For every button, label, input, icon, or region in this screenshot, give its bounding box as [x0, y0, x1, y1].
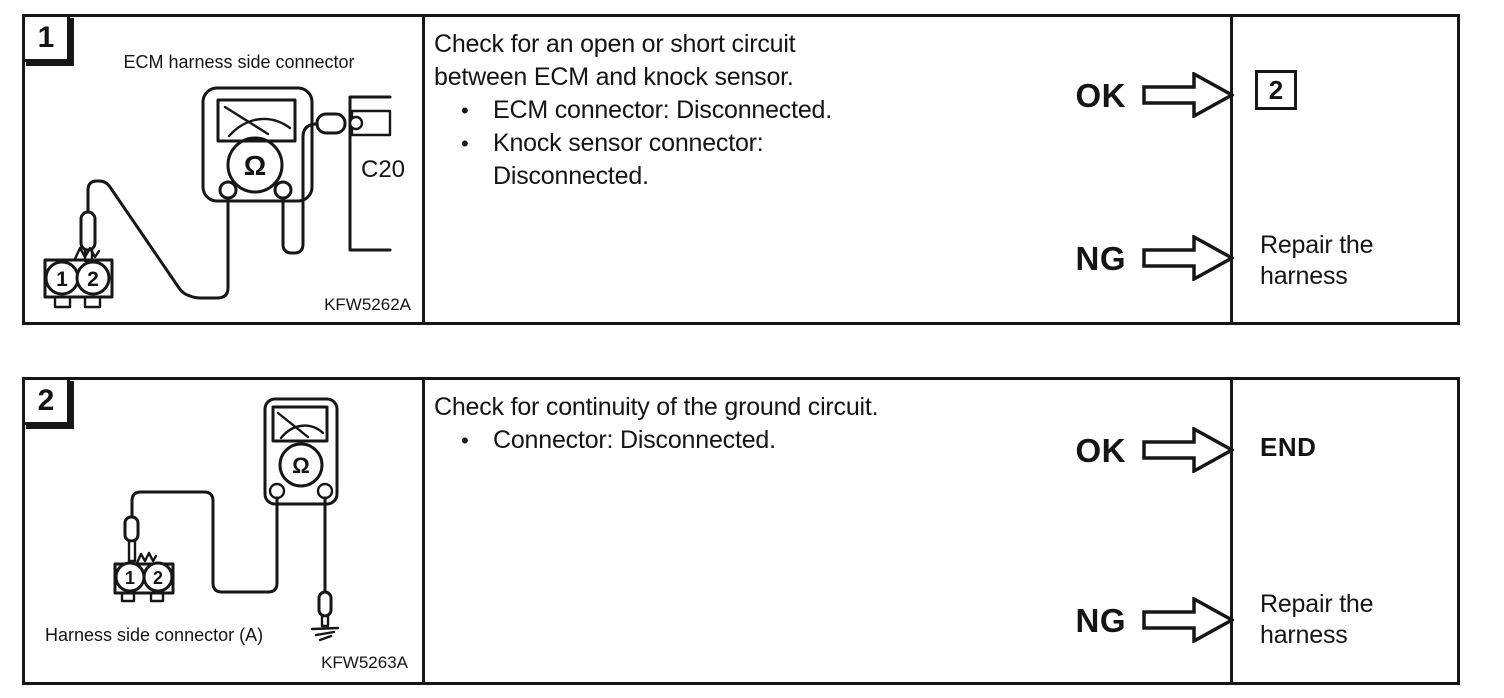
wiring-diagram-ecm: ECM harness side connector Ω: [43, 52, 412, 314]
ohm-symbol: Ω: [292, 453, 310, 478]
step-1-table: 1 ECM harness side connector Ω: [22, 14, 1460, 325]
bullet-text: ECM connector: Disconnected.: [493, 96, 833, 124]
diagram-title: ECM harness side connector: [123, 52, 354, 72]
harness-connector: 1 2: [113, 551, 175, 603]
next-step-ref: 2: [1255, 70, 1297, 110]
test-lead-left: [86, 179, 230, 300]
test-lead-left: [130, 490, 279, 594]
step-2-instruction-cell: Check for continuity of the ground circu…: [425, 380, 1234, 682]
right-arrow-icon: [1142, 427, 1234, 473]
probe-icon: [123, 515, 140, 563]
step-2-result-cell: END Repair the harness: [1230, 380, 1457, 682]
ng-label: NG: [1075, 239, 1126, 277]
test-lead-right: [281, 122, 320, 255]
multimeter-icon: Ω: [263, 397, 339, 506]
figure-id: KFW5263A: [321, 653, 409, 672]
pin-1-label: 1: [125, 568, 135, 588]
ecm-connector-c20: C20: [315, 95, 405, 252]
knock-sensor-connector: 1 2: [43, 246, 114, 309]
ohm-symbol: Ω: [244, 150, 266, 181]
right-arrow-icon: [1142, 72, 1234, 118]
bullet-text: Connector: Disconnected.: [493, 426, 776, 454]
ok-label: OK: [1075, 431, 1126, 469]
step-2-number: 2: [22, 377, 70, 425]
ng-label: NG: [1075, 601, 1126, 639]
diagram-caption: Harness side connector (A): [45, 625, 263, 645]
wiring-diagram-ground: Ω 1 2: [45, 397, 409, 672]
bullet-item: • ECM connector: Disconnected.: [434, 94, 1224, 127]
ground-symbol-icon: [310, 626, 340, 642]
ng-outcome: NG: [1075, 235, 1234, 281]
ng-outcome: NG: [1075, 597, 1234, 643]
figure-id: KFW5262A: [324, 295, 412, 314]
bullet-item: • Knock sensor connector: Disconnected.: [434, 127, 1224, 193]
step-1-number: 1: [22, 14, 70, 62]
bullet-item: • Connector: Disconnected.: [434, 424, 1224, 457]
step-1-result-cell: 2 Repair the harness: [1230, 17, 1457, 322]
step-1-diagram-cell: 1 ECM harness side connector Ω: [22, 14, 425, 322]
step-2-table: 2 Ω: [22, 377, 1460, 685]
right-arrow-icon: [1142, 235, 1234, 281]
ground-probe-icon: [317, 590, 333, 628]
bullet-icon: •: [461, 131, 469, 156]
end-result-text: END: [1260, 432, 1317, 462]
ok-outcome: OK: [1075, 427, 1234, 473]
bullet-text: Knock sensor connector: Disconnected.: [493, 129, 764, 190]
ok-outcome: OK: [1075, 72, 1234, 118]
instruction-text: Check for an open or short circuit betwe…: [434, 30, 796, 91]
instruction-text: Check for continuity of the ground circu…: [434, 393, 879, 421]
right-arrow-icon: [1142, 597, 1234, 643]
step-1-instruction-cell: Check for an open or short circuit betwe…: [425, 17, 1234, 322]
bullet-icon: •: [461, 98, 469, 123]
pin-2-label: 2: [87, 268, 99, 291]
connector-ref-label: C20: [361, 156, 405, 183]
ok-label: OK: [1075, 76, 1126, 114]
multimeter-icon: Ω: [201, 86, 314, 203]
ng-result-text: Repair the harness: [1260, 590, 1374, 649]
ng-result-text: Repair the harness: [1260, 231, 1374, 290]
pin-2-label: 2: [153, 568, 163, 588]
pin-1-label: 1: [56, 268, 68, 291]
step-2-diagram-cell: 2 Ω: [22, 377, 425, 682]
bullet-icon: •: [461, 428, 469, 453]
